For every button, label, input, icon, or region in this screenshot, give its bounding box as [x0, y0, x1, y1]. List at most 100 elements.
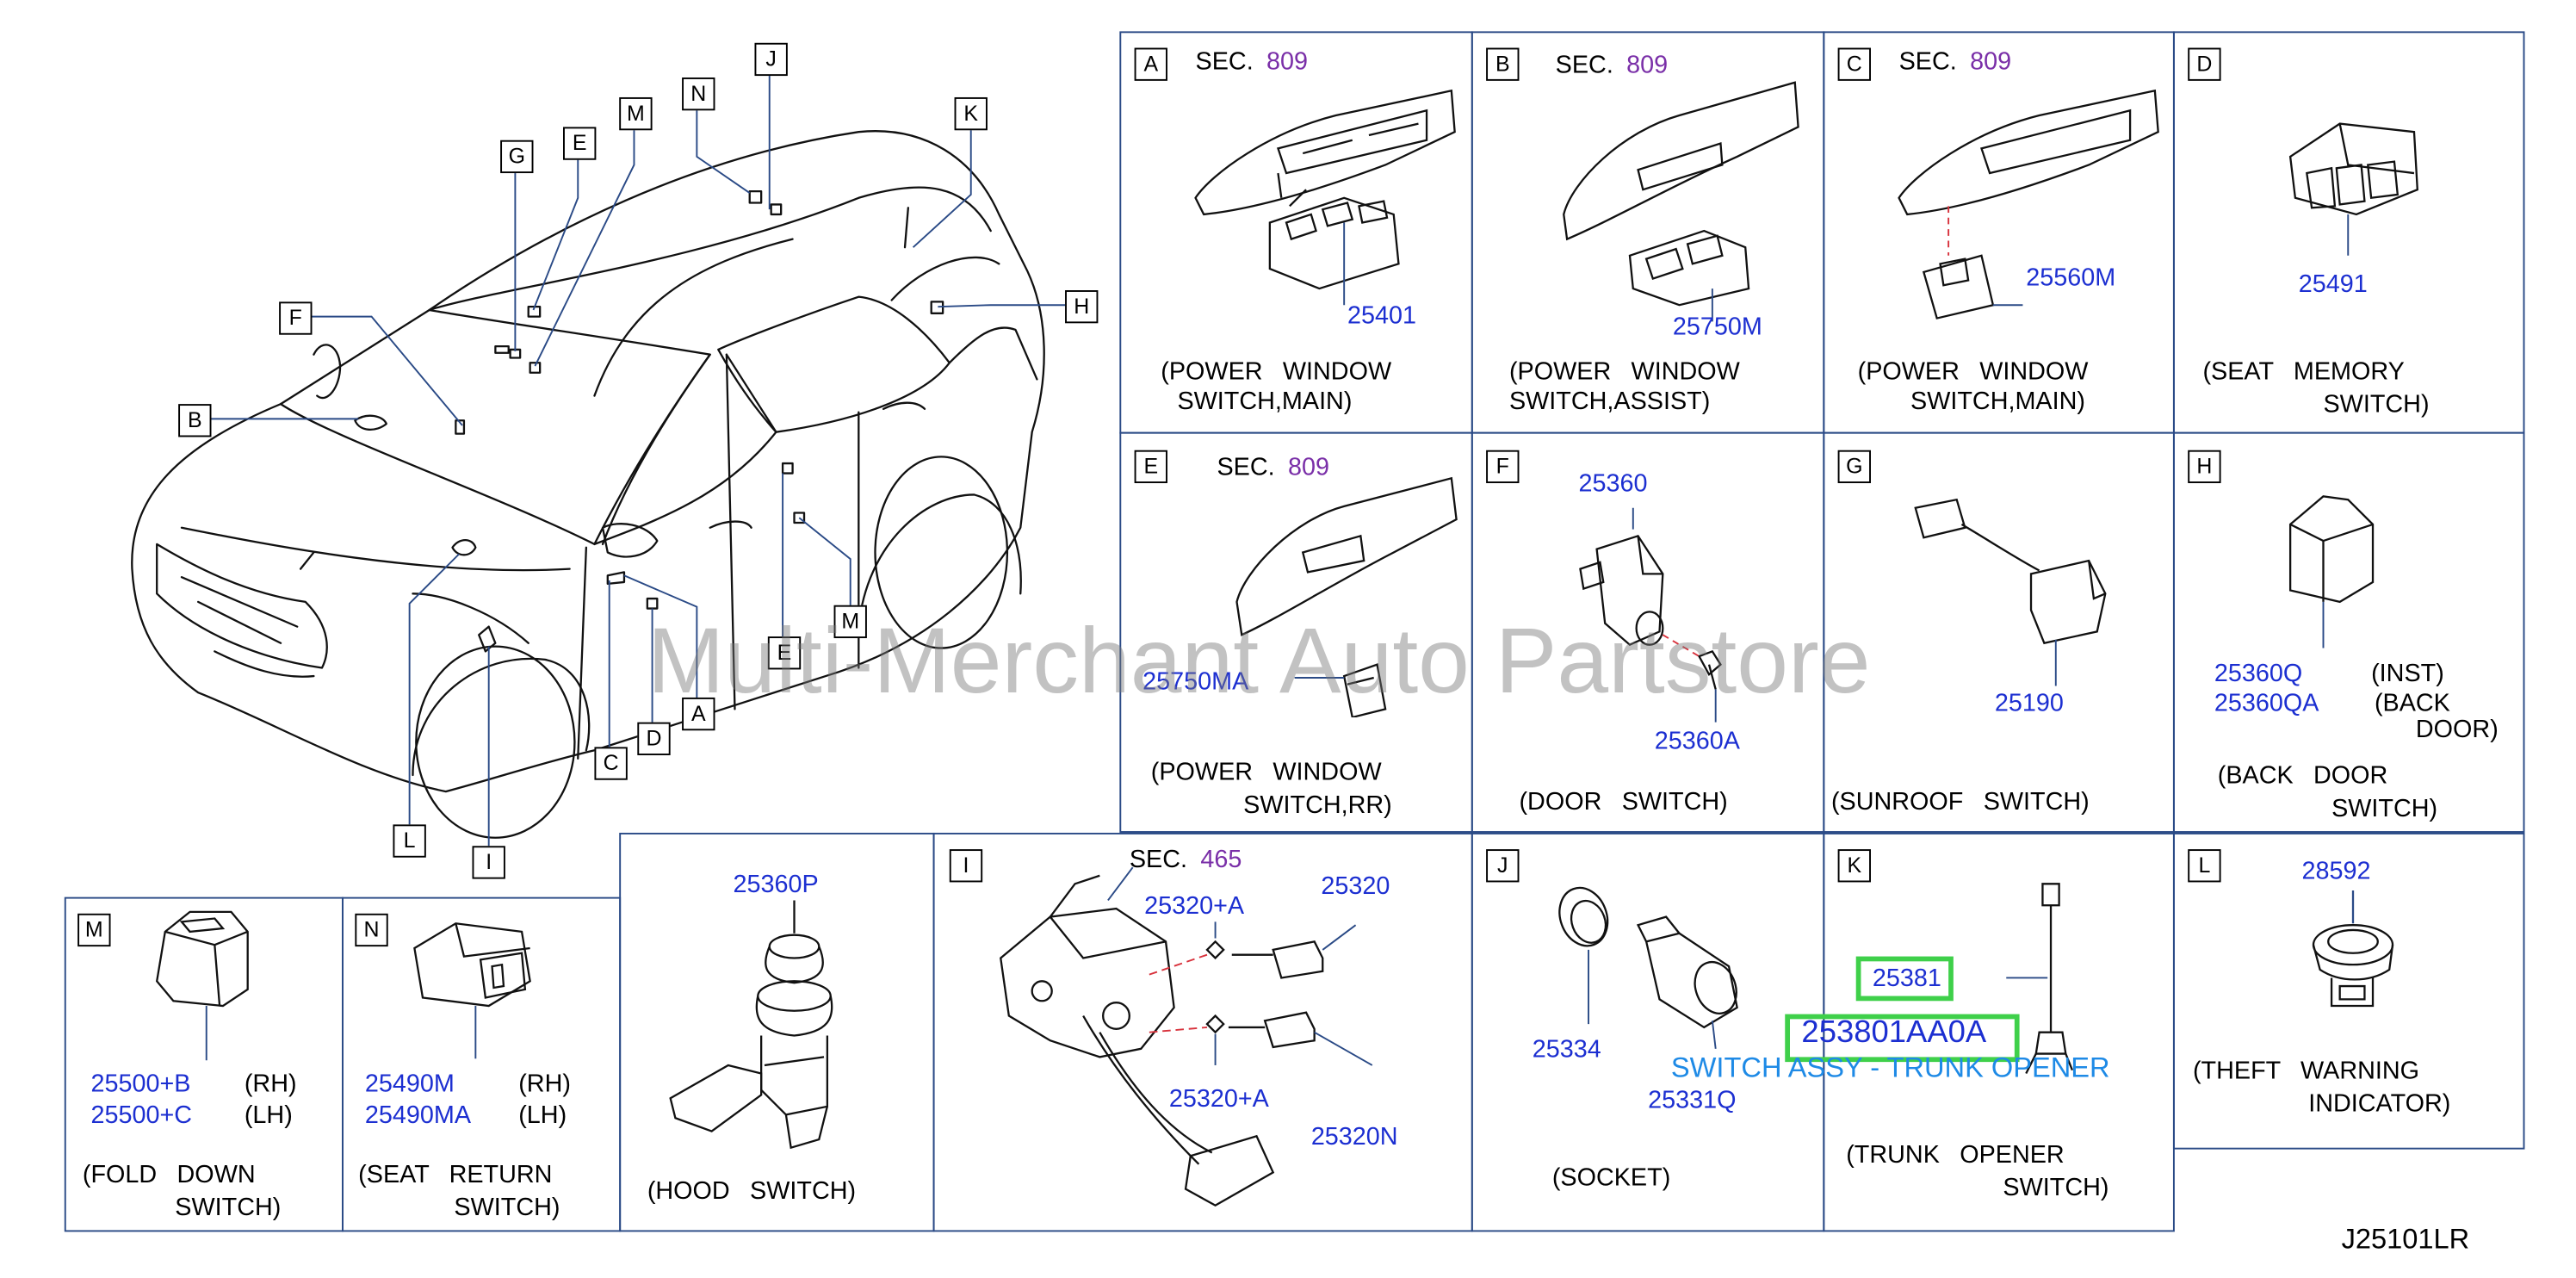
part-highlight-box — [1855, 956, 1954, 1002]
part-number-screw[interactable]: 25360A — [1654, 727, 1740, 755]
part-number[interactable]: 25750M — [1672, 313, 1762, 342]
position-note-inst: (INST) — [2371, 659, 2444, 688]
overview-tag-D[interactable]: D — [637, 722, 671, 755]
part-number[interactable]: 25491 — [2298, 270, 2368, 299]
caption-line-2: SWITCH,ASSIST) — [1508, 387, 1711, 416]
panel-A-power-window-switch-main: A SEC.809 25401 (POWER WINDOW SWITCH,MAI… — [1119, 31, 1473, 434]
panel-B-power-window-switch-assist: B SEC.809 25750M (POWER WINDOW SWITCH,AS… — [1471, 31, 1825, 434]
caption-line-1: (TRUNK OPENER — [1846, 1141, 2065, 1169]
part-number-upper-clip[interactable]: 25320+A — [1144, 891, 1245, 921]
overview-tag-I[interactable]: I — [472, 846, 505, 879]
part-number-back-door[interactable]: 25360QA — [2214, 689, 2319, 717]
panel-M-fold-down-switch: M 25500+B (RH) 25500+C (LH) (FOLD DOWN S… — [64, 896, 344, 1232]
part-description[interactable]: SWITCH ASSY - TRUNK OPENER — [1670, 1052, 2110, 1084]
overview-tag-N[interactable]: N — [682, 77, 715, 111]
panel-E-power-window-switch-rr: E SEC.809 25750MA (POWER WINDOW SWITCH,R… — [1119, 431, 1473, 833]
part-number[interactable]: 25750MA — [1142, 667, 1249, 697]
part-number-trunk-switch[interactable]: 25381 — [1872, 965, 1941, 993]
caption-line-1: (DOOR SWITCH) — [1519, 788, 1728, 816]
panel-tag: F — [1486, 450, 1520, 484]
panel-D-seat-memory-switch: D 25491 (SEAT MEMORY SWITCH) — [2172, 31, 2525, 434]
caption-line-1: (BACK DOOR — [2217, 761, 2388, 791]
panel-I-stop-lamp-switch: I SEC.465 — [932, 832, 1473, 1232]
part-number-switch[interactable]: 25360 — [1578, 469, 1648, 499]
diagram-code: J25101LR — [2341, 1223, 2470, 1256]
caption-line-1: (POWER WINDOW — [1150, 758, 1382, 787]
panel-N-seat-return-switch: N 25490M (RH) 25490MA (LH) (SEAT RETURN … — [342, 896, 622, 1232]
overview-tag-M-lower[interactable]: M — [833, 605, 867, 639]
part-number-lh[interactable]: 25500+C — [90, 1101, 193, 1130]
overview-tag-B[interactable]: B — [178, 404, 212, 437]
part-number[interactable]: 25360P — [733, 871, 819, 899]
caption-line-2: SWITCH,MAIN) — [1177, 387, 1353, 416]
brake-pedal-switch-drawing — [1000, 866, 1373, 1207]
overview-tag-L[interactable]: L — [393, 824, 426, 858]
part-number-socket[interactable]: 25331Q — [1648, 1086, 1737, 1115]
caption-line-1: (POWER WINDOW — [1508, 357, 1740, 387]
section-ref[interactable]: SEC.809 — [1195, 47, 1309, 77]
panel-tag: N — [355, 913, 388, 947]
part-number[interactable]: 25560M — [2026, 264, 2116, 292]
caption-line-1: (SUNROOF SWITCH) — [1830, 788, 2090, 816]
part-number-inst[interactable]: 25360Q — [2214, 659, 2303, 688]
caption-line-2: SWITCH,MAIN) — [1910, 387, 2085, 416]
overview-tag-J[interactable]: J — [754, 42, 788, 77]
seat-memory-switch-drawing — [2288, 122, 2419, 256]
panel-hood-switch: 25360P (HOOD SWITCH) — [619, 832, 935, 1232]
caption-line-1: (POWER WINDOW — [1857, 357, 2089, 387]
window-switch-drawing — [1898, 89, 2159, 320]
part-number[interactable]: 25401 — [1347, 301, 1417, 330]
overview-tag-K[interactable]: K — [954, 96, 988, 131]
panel-tag: A — [1134, 47, 1167, 81]
part-number-lower-clip[interactable]: 25320+A — [1168, 1084, 1269, 1114]
hood-switch-drawing — [669, 900, 833, 1150]
section-ref[interactable]: SEC.809 — [1555, 51, 1669, 79]
caption-line-1: (SEAT RETURN — [358, 1161, 553, 1189]
vehicle-overview-drawing — [131, 74, 1066, 847]
sunroof-switch-drawing — [1914, 498, 2107, 686]
power-socket-drawing — [1558, 886, 1738, 1049]
part-number[interactable]: 28592 — [2301, 857, 2371, 886]
caption-line-1: (THEFT WARNING — [2192, 1057, 2420, 1085]
panel-tag: I — [949, 849, 983, 883]
part-number[interactable]: 25190 — [1994, 689, 2064, 717]
section-ref[interactable]: SEC.809 — [1217, 453, 1329, 482]
panel-tag: H — [2188, 450, 2221, 484]
caption-line-1: (HOOD SWITCH) — [647, 1177, 857, 1206]
panel-L-theft-warning-indicator: L 28592 (THEFT WARNING INDICATOR) — [2172, 832, 2525, 1150]
overview-tag-H[interactable]: H — [1065, 290, 1099, 324]
panel-G-sunroof-switch: G 25190 (SUNROOF SWITCH) — [1823, 431, 2175, 833]
panel-H-back-door-switch: H 25360Q (INST) 25360QA (BACK DOOR) (BAC… — [2172, 431, 2525, 833]
part-number-rh[interactable]: 25500+B — [90, 1070, 191, 1099]
window-switch-drawing — [1563, 81, 1799, 322]
caption-line-1: (SOCKET) — [1551, 1163, 1671, 1193]
panel-tag: G — [1837, 450, 1871, 484]
section-ref[interactable]: SEC.809 — [1898, 47, 2012, 77]
panel-J-socket: J 25334 25331Q (SOCKET) — [1471, 832, 1825, 1232]
caption-line-2: SWITCH) — [2003, 1174, 2109, 1202]
part-number-upper-switch[interactable]: 25320 — [1321, 872, 1390, 901]
caption-line-1: (POWER WINDOW — [1161, 357, 1392, 387]
watermark: Multi-Merchant Auto Partstore — [647, 608, 1871, 713]
part-number-lower-switch[interactable]: 25320N — [1310, 1122, 1398, 1151]
overview-tag-C[interactable]: C — [594, 747, 628, 780]
overview-tag-F[interactable]: F — [279, 301, 313, 335]
part-number-ring[interactable]: 25334 — [1532, 1035, 1601, 1064]
part-number-lh[interactable]: 25490MA — [364, 1101, 472, 1130]
section-ref[interactable]: SEC.465 — [1129, 846, 1242, 874]
part-number-assy[interactable]: 253801AA0A — [1801, 1015, 1987, 1051]
position-note-back: (BACK — [2374, 689, 2450, 717]
part-number-rh[interactable]: 25490M — [364, 1070, 455, 1099]
overview-tag-A[interactable]: A — [682, 697, 715, 731]
overview-tag-G[interactable]: G — [500, 140, 534, 174]
caption-line-2: SWITCH,RR) — [1243, 791, 1392, 820]
caption-line-2: SWITCH) — [175, 1194, 282, 1222]
panel-C-power-window-switch-main: C SEC.809 25560M (POWER WINDOW SWITCH,MA… — [1823, 31, 2175, 434]
overview-tag-E[interactable]: E — [563, 127, 597, 160]
theft-indicator-drawing — [2312, 890, 2394, 1008]
overview-tag-M[interactable]: M — [619, 96, 653, 131]
panel-tag: L — [2188, 849, 2221, 883]
panel-K-trunk-opener-switch: K 25381 253801AA0A (TRUNK OPENER SWITCH) — [1785, 832, 2175, 1232]
side-lh: (LH) — [518, 1101, 567, 1130]
overview-tag-E-lower[interactable]: E — [767, 636, 802, 670]
